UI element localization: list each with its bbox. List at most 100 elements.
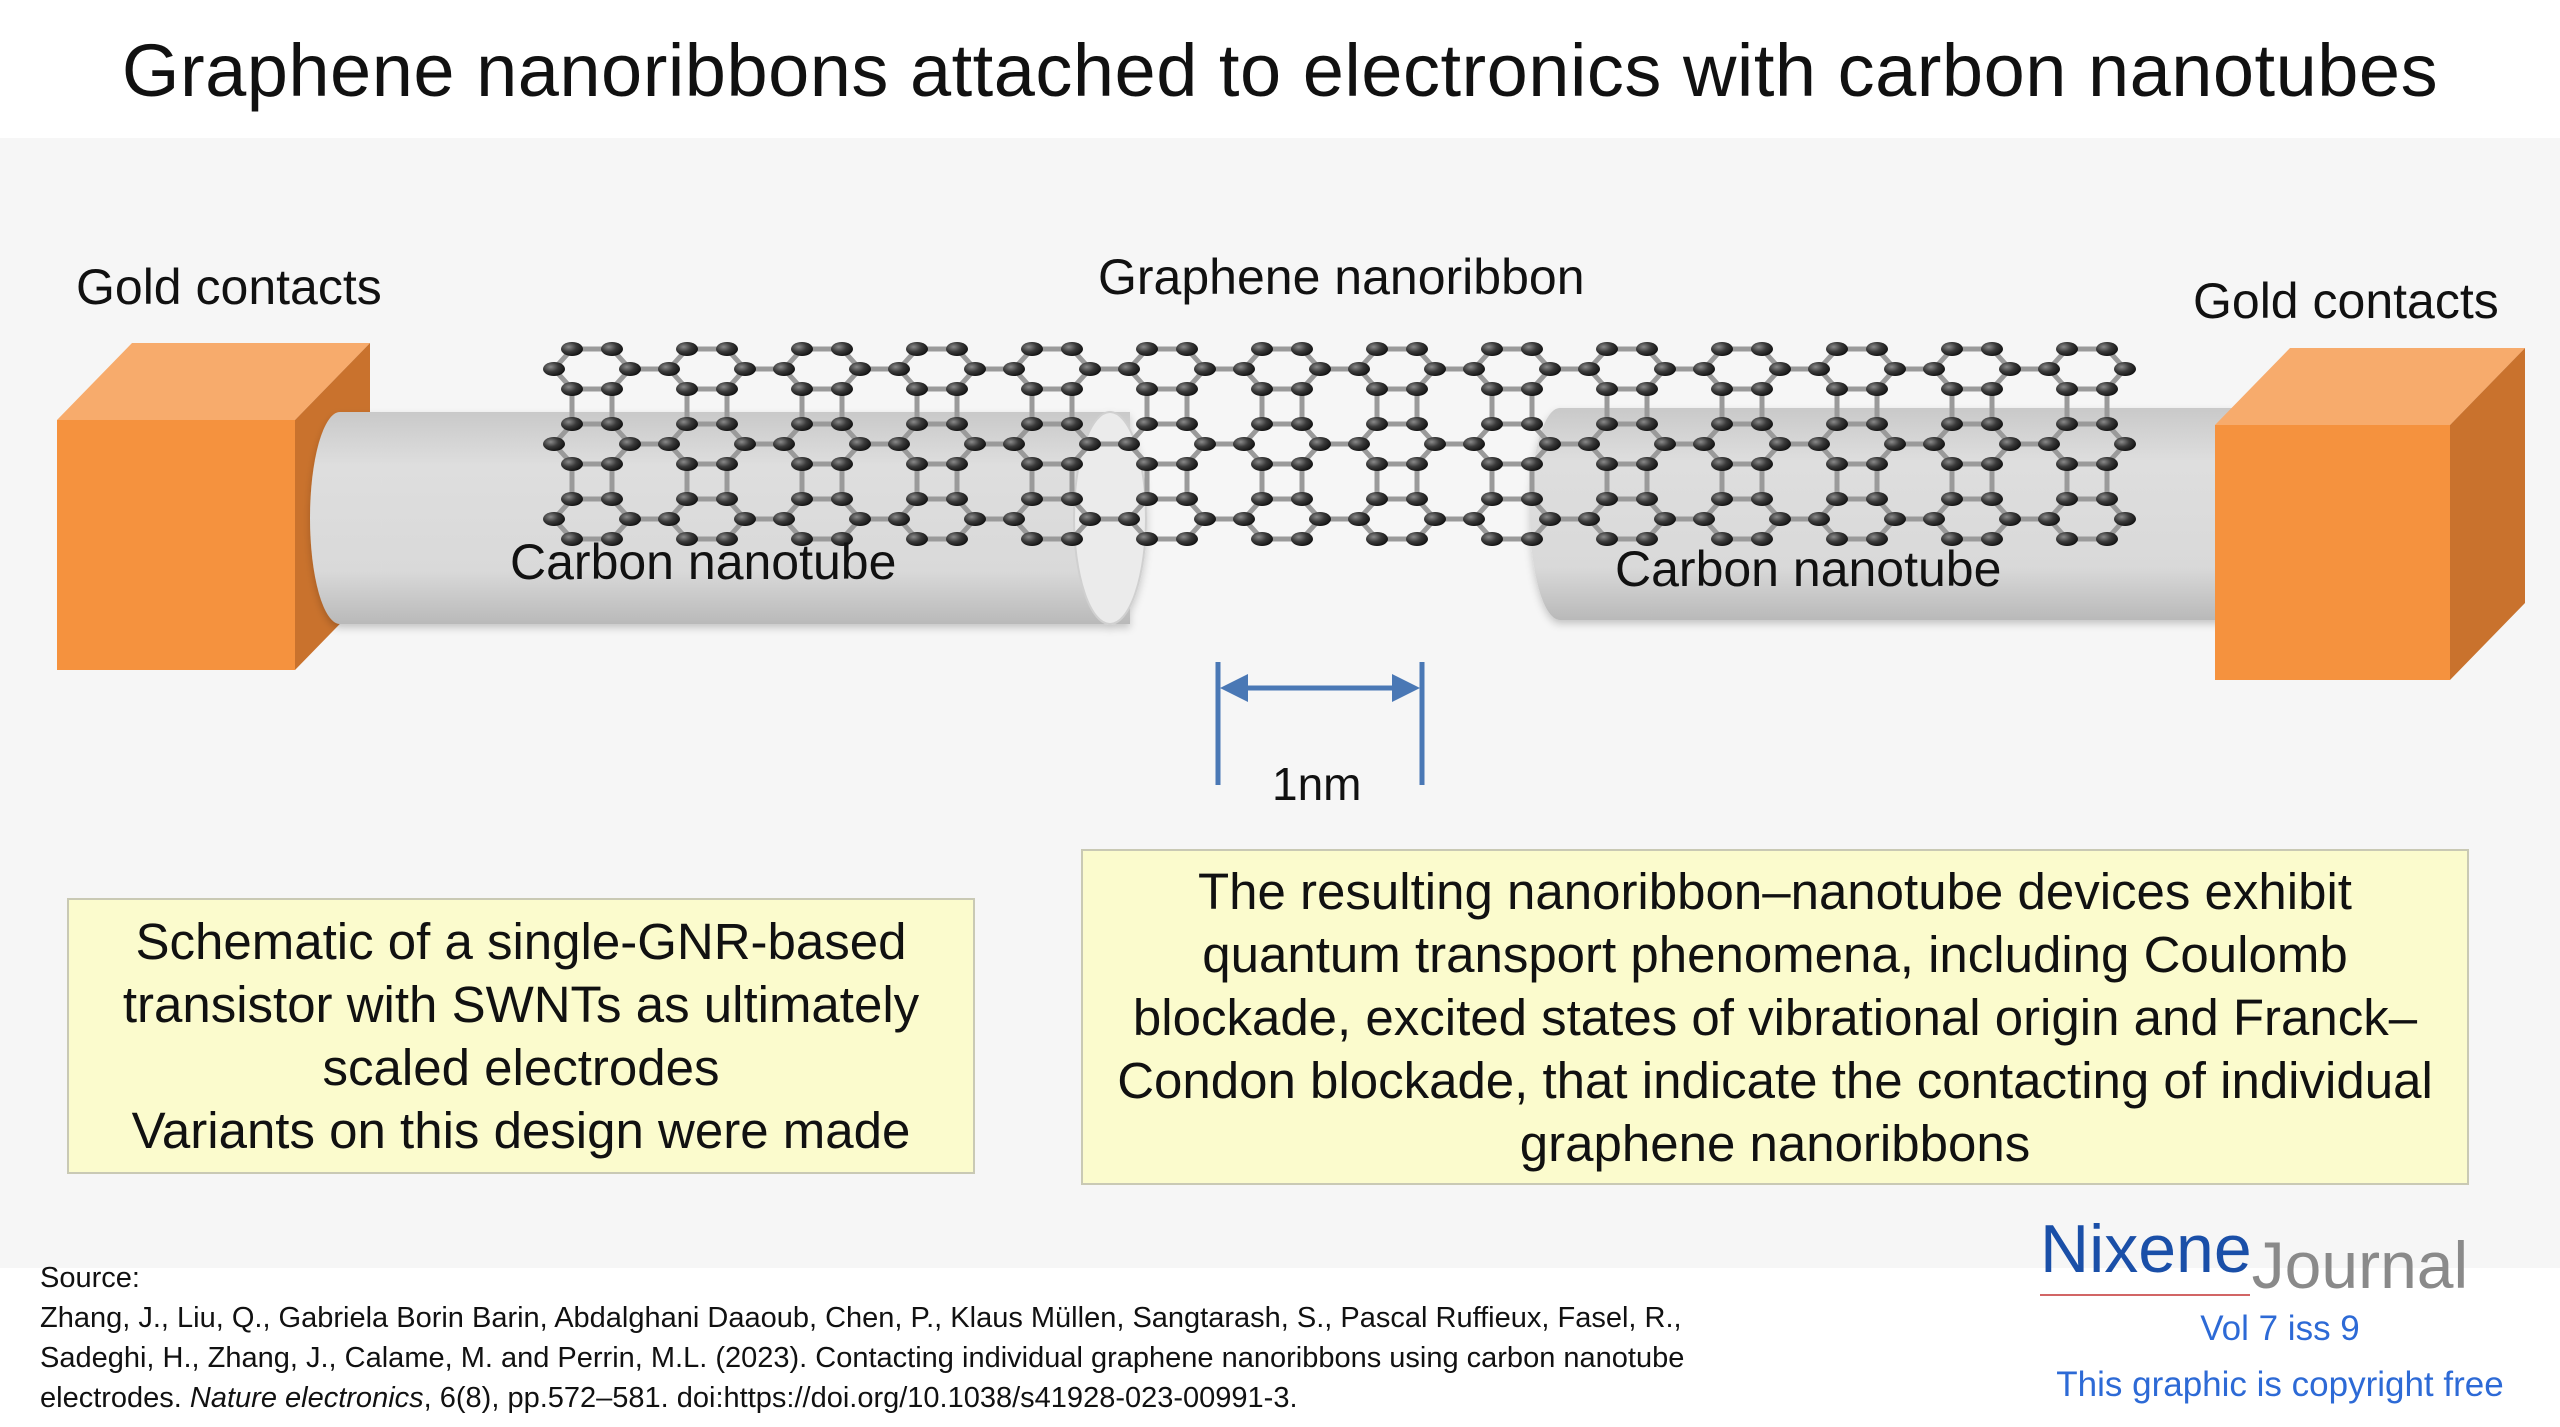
source-journal-name: Nature electronics [189,1382,424,1414]
caption-right-line: graphene nanoribbons [1519,1114,2031,1172]
carbon-atom [1636,492,1658,506]
carbon-atom [1751,342,1773,356]
carbon-atom [849,437,871,451]
carbon-atom [1769,362,1791,376]
carbon-atom [1769,512,1791,526]
carbon-atom [791,417,813,431]
carbon-atom [1866,457,1888,471]
graphene-nanoribbon-lattice [543,342,2136,546]
source-line: Zhang, J., Liu, Q., Gabriela Borin Barin… [40,1302,1682,1334]
carbon-atom [1826,342,1848,356]
carbon-atom [1136,492,1158,506]
carbon-atom [1654,512,1676,526]
carbon-atom [2038,512,2060,526]
carbon-atom [1291,532,1313,546]
carbon-atom [716,342,738,356]
carbon-atom [964,512,986,526]
carbon-atom [716,532,738,546]
carbon-atom [1118,362,1140,376]
carbon-atom [1769,437,1791,451]
carbon-atom [2096,457,2118,471]
carbon-atom [1866,532,1888,546]
page-title: Graphene nanoribbons attached to electro… [121,29,2439,112]
carbon-atom [1596,417,1618,431]
carbon-atom [1251,417,1273,431]
carbon-atom [1021,342,1043,356]
carbon-atom [1941,382,1963,396]
carbon-atom [791,382,813,396]
carbon-atom [1693,362,1715,376]
carbon-atom [1654,437,1676,451]
carbon-atom [1079,437,1101,451]
carbon-atom [1118,437,1140,451]
carbon-atom [1521,532,1543,546]
carbon-atom [1003,437,1025,451]
caption-box-right: The resulting nanoribbon–nanotube device… [1081,849,2469,1185]
carbon-atom [601,382,623,396]
carbon-atom [1596,532,1618,546]
carbon-atom [906,532,928,546]
carbon-atom [543,362,565,376]
caption-box-left: Schematic of a single-GNR-based transist… [67,898,975,1174]
carbon-atom [1003,362,1025,376]
carbon-atom [1366,382,1388,396]
carbon-atom [1481,417,1503,431]
carbon-atom [1999,512,2021,526]
carbon-atom [1251,382,1273,396]
carbon-atom [619,437,641,451]
scale-arrowhead-left [1220,674,1248,702]
carbon-atom [1521,492,1543,506]
source-heading: Source: [40,1262,140,1294]
carbon-atom [1366,342,1388,356]
carbon-atom [1578,512,1600,526]
carbon-atom [1136,342,1158,356]
carbon-atom [1251,492,1273,506]
carbon-atom [2056,382,2078,396]
carbon-atom [964,362,986,376]
source-line: electrodes. Nature electronics, 6(8), pp… [40,1378,1860,1418]
carbon-atom [1194,512,1216,526]
carbon-atom [773,512,795,526]
carbon-atom [1136,382,1158,396]
carbon-atom [906,457,928,471]
carbon-atom [1021,457,1043,471]
source-line3-pre: electrodes. [40,1382,190,1414]
carbon-atom [1999,437,2021,451]
carbon-atom [831,382,853,396]
carbon-atom [1481,492,1503,506]
carbon-atom [1406,342,1428,356]
carbon-atom [1176,342,1198,356]
carbon-atom [831,492,853,506]
carbon-atom [1406,417,1428,431]
carbon-atom [734,362,756,376]
carbon-atom [658,512,680,526]
gold-right-side [2450,348,2525,680]
carbon-atom [1251,342,1273,356]
carbon-atom [716,492,738,506]
carbon-atom [1366,532,1388,546]
carbon-atom [1884,362,1906,376]
carbon-atom [1981,382,2003,396]
carbon-atom [888,512,910,526]
carbon-atom [849,512,871,526]
source-citation: Source: Zhang, J., Liu, Q., Gabriela Bor… [40,1258,1860,1418]
carbon-atom [946,492,968,506]
carbon-atom [1233,362,1255,376]
gold-contact-right [2215,348,2525,680]
carbon-atom [1251,457,1273,471]
carbon-atom [1061,532,1083,546]
carbon-atom [1884,512,1906,526]
carbon-atom [1941,492,1963,506]
gold-right-top [2215,348,2525,425]
brand-name-journal: Journal [2251,1228,2469,1302]
carbon-atom [791,532,813,546]
carbon-atom [1711,532,1733,546]
carbon-atom [1636,342,1658,356]
gold-left-front [57,420,295,670]
carbon-atom [1826,457,1848,471]
carbon-atom [2056,417,2078,431]
carbon-atom [1424,512,1446,526]
carbon-atom [906,417,928,431]
carbon-atom [601,417,623,431]
caption-left-line: scaled electrodes [322,1039,720,1096]
